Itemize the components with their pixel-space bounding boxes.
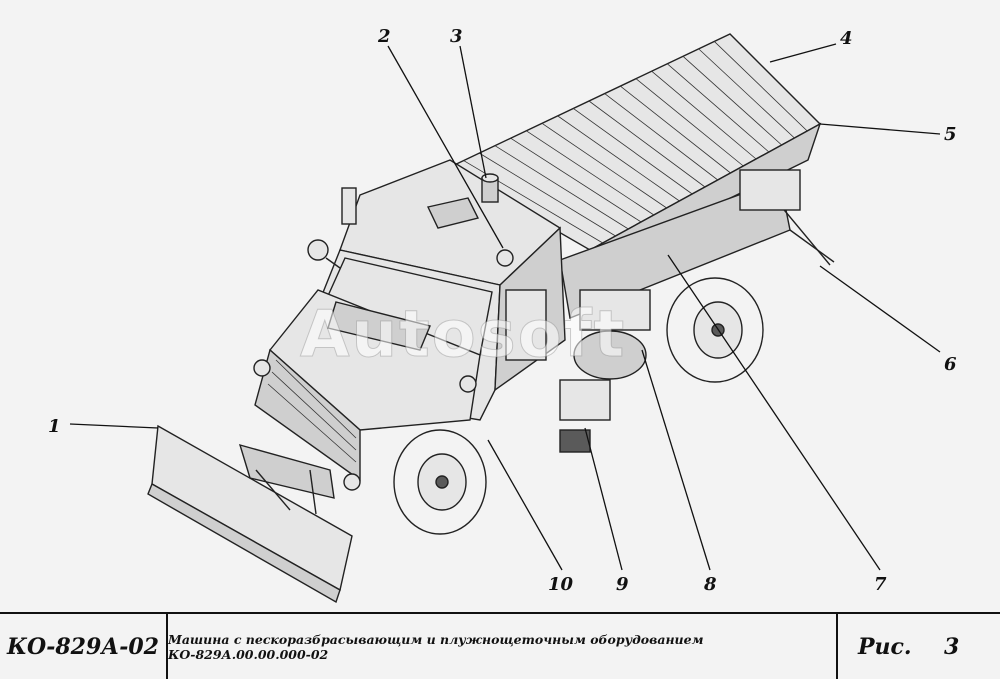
callout-4: 4 [840,28,853,49]
hopper-rib [557,115,680,202]
hopper-rib [494,145,629,230]
drawing-description: Машина с пескоразбрасывающим и плужнощет… [168,614,838,679]
hopper-rib [573,108,693,195]
callout-6: 6 [944,354,957,375]
callout-3: 3 [450,26,463,47]
hopper-rib [682,56,782,146]
callout-8: 8 [703,574,717,595]
hopper-rib [698,48,795,139]
hopper-rib [604,93,719,181]
hopper-rib [526,130,655,216]
hopper-rib [714,41,808,132]
vehicle-diagram: 1 2 3 4 5 6 7 8 9 10 [48,26,957,604]
callout-7: 7 [874,574,887,595]
watermark: Autosoft [299,298,627,373]
figure-number: 3 [944,633,960,660]
hopper-rib [667,63,770,153]
title-block: КО-829А-02 Машина с пескоразбрасывающим … [0,612,1000,679]
hopper-rib [620,85,731,174]
figure-label: Рис. [858,633,912,660]
callout-5: 5 [944,124,957,145]
hopper-rib [635,78,744,167]
callout-10: 10 [548,574,574,595]
hopper-rib [651,70,757,160]
hood [253,289,481,491]
leader-lines [69,43,941,571]
hopper-rib [588,100,706,188]
model-code: КО-829А-02 [0,614,168,679]
front-wheel [393,429,487,535]
mirrors [307,187,477,393]
hopper-rib [479,152,616,237]
hopper [446,33,822,263]
chassis-frame [559,169,835,319]
callout-1: 1 [48,416,61,437]
figure-reference: Рис. 3 [838,614,1000,679]
hopper-rib [541,123,667,209]
callout-9: 9 [616,574,629,595]
callout-numbers: 1 2 3 4 5 6 7 8 9 10 [48,26,957,595]
rear-wheel [666,277,764,383]
hopper-rib [510,137,642,223]
plough-blade [147,424,353,604]
side-equipment [559,289,651,453]
callout-2: 2 [377,26,391,47]
